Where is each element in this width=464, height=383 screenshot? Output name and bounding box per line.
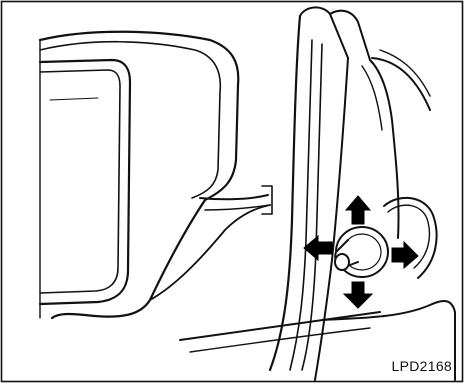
figure-code-label: LPD2168 — [392, 359, 452, 373]
mirror-adjust-knob-icon — [335, 227, 388, 277]
